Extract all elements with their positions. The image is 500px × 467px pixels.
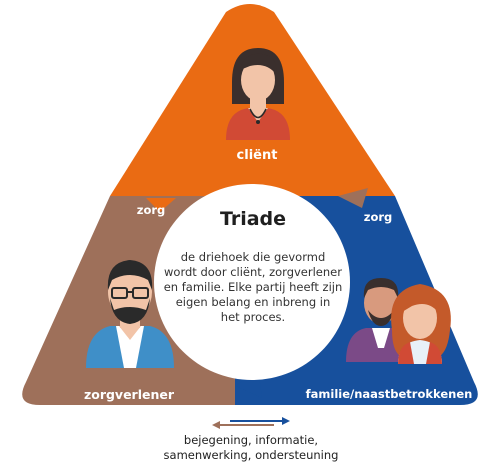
center-description-line: wordt door cliënt, zorgverlener [164, 265, 342, 279]
client-person-icon [226, 48, 290, 140]
arrow-tip-right [338, 188, 368, 208]
zorgverlener-label: zorgverlener [84, 387, 175, 402]
center-description-line: eigen belang en inbreng in [176, 295, 331, 309]
double-arrow-icon [212, 417, 290, 429]
zorg-right-label: zorg [364, 210, 393, 224]
arrow-tip-left [146, 198, 176, 212]
familie-label: familie/naastbetrokkenen [306, 387, 473, 401]
caption-line-2: samenwerking, ondersteuning [164, 448, 339, 462]
center-description-line: en familie. Elke partij heeft zijn [164, 280, 343, 294]
family-people-icon [346, 278, 451, 364]
center-title: Triade [220, 208, 286, 230]
center-description-line: de driehoek die gevormd [181, 250, 326, 264]
zorg-left-label: zorg [137, 203, 166, 217]
center-description-line: het proces. [221, 310, 285, 324]
client-label: cliënt [237, 148, 278, 163]
center-description: de driehoek die gevormd wordt door cliën… [164, 250, 343, 324]
caption-line-1: bejegening, informatie, [184, 433, 318, 447]
caregiver-person-icon [86, 260, 174, 368]
center-circle [154, 184, 350, 380]
